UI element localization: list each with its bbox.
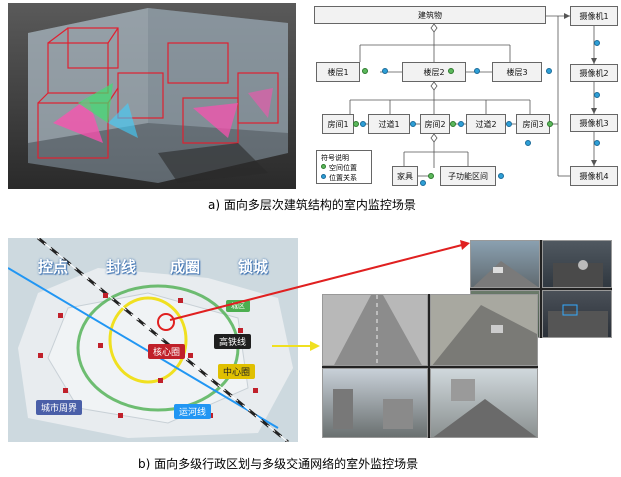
node-subzone: 子功能区间	[440, 166, 496, 186]
node-camera-1: 摄像机1	[570, 6, 618, 26]
red-arrow-line	[169, 244, 463, 321]
relation-dot	[594, 40, 600, 46]
hierarchy-connectors	[349, 13, 597, 177]
node-corridor-1: 过道1	[368, 114, 410, 134]
node-camera-2: 摄像机2	[570, 64, 618, 82]
legend-relation-dot	[321, 174, 326, 179]
node-camera-3: 摄像机3	[570, 114, 618, 132]
relation-dot	[506, 121, 512, 127]
legend-relation-label: 位置关系	[329, 174, 357, 182]
relation-dot	[525, 140, 531, 146]
node-camera-4: 摄像机4	[570, 166, 618, 186]
legend-box: 符号说明 空间位置 位置关系	[316, 150, 372, 184]
node-furniture: 家具	[392, 166, 418, 186]
spatial-dot	[450, 121, 456, 127]
map-label-form-ring: 成圈	[170, 258, 201, 276]
relation-dot	[382, 68, 388, 74]
camera-feed	[322, 294, 428, 366]
building-3d-svg	[8, 3, 296, 189]
yellow-arrow-head	[310, 341, 320, 351]
relation-dot	[546, 68, 552, 74]
red-arrow-head	[460, 240, 470, 250]
relation-dot	[594, 92, 600, 98]
relation-dot	[594, 140, 600, 146]
relation-dot	[420, 180, 426, 186]
relation-dot	[410, 121, 416, 127]
map-tag-center: 中心圈	[218, 364, 256, 379]
spatial-dot	[353, 121, 359, 127]
camera-feed	[430, 368, 538, 438]
relation-dot	[458, 121, 464, 127]
map-label-control-point: 控点	[38, 258, 69, 276]
node-room-2: 房间2	[420, 114, 450, 134]
building-3d-render	[8, 3, 296, 189]
node-building: 建筑物	[314, 6, 546, 24]
camera-feed	[542, 290, 612, 338]
legend-spatial-dot	[321, 164, 326, 169]
node-floor-2: 楼层2	[402, 62, 466, 82]
map-label-lock-city: 锁城	[238, 258, 269, 276]
spatial-dot	[448, 68, 454, 74]
spatial-dot	[547, 121, 553, 127]
map-tag-core: 核心圈	[148, 344, 186, 359]
node-floor-1: 楼层1	[316, 62, 360, 82]
map-tag-town: 城区	[226, 300, 250, 312]
map-tag-city-edge: 城市周界	[36, 400, 83, 415]
relation-dot	[498, 173, 504, 179]
map-tag-high-speed: 高铁线	[214, 334, 252, 349]
city-map: 控点 封线 成圈 锁城 核心圈 高铁线 中心圈 城市周界 运河线 城区	[8, 238, 298, 442]
camera-feed	[470, 240, 540, 288]
camera-fov-green	[78, 83, 113, 123]
node-floor-3: 楼层3	[492, 62, 542, 82]
relation-dot	[474, 68, 480, 74]
camera-feed-grid-large	[322, 294, 538, 438]
caption-a: a) 面向多层次建筑结构的室内监控场景	[208, 198, 416, 212]
spatial-dot	[428, 173, 434, 179]
caption-b: b) 面向多级行政区划与多级交通网络的室外监控场景	[138, 457, 419, 471]
legend-title: 符号说明	[321, 154, 349, 162]
camera-feed	[542, 240, 612, 288]
map-tag-canal: 运河线	[174, 404, 212, 419]
node-corridor-2: 过道2	[466, 114, 506, 134]
spatial-dot	[362, 68, 368, 74]
map-label-seal-line: 封线	[106, 258, 137, 276]
camera-feed	[430, 294, 538, 366]
camera-feed	[322, 368, 428, 438]
relation-dot	[360, 121, 366, 127]
legend-spatial-label: 空间位置	[329, 164, 357, 172]
monitor-spot-marker	[157, 313, 175, 331]
